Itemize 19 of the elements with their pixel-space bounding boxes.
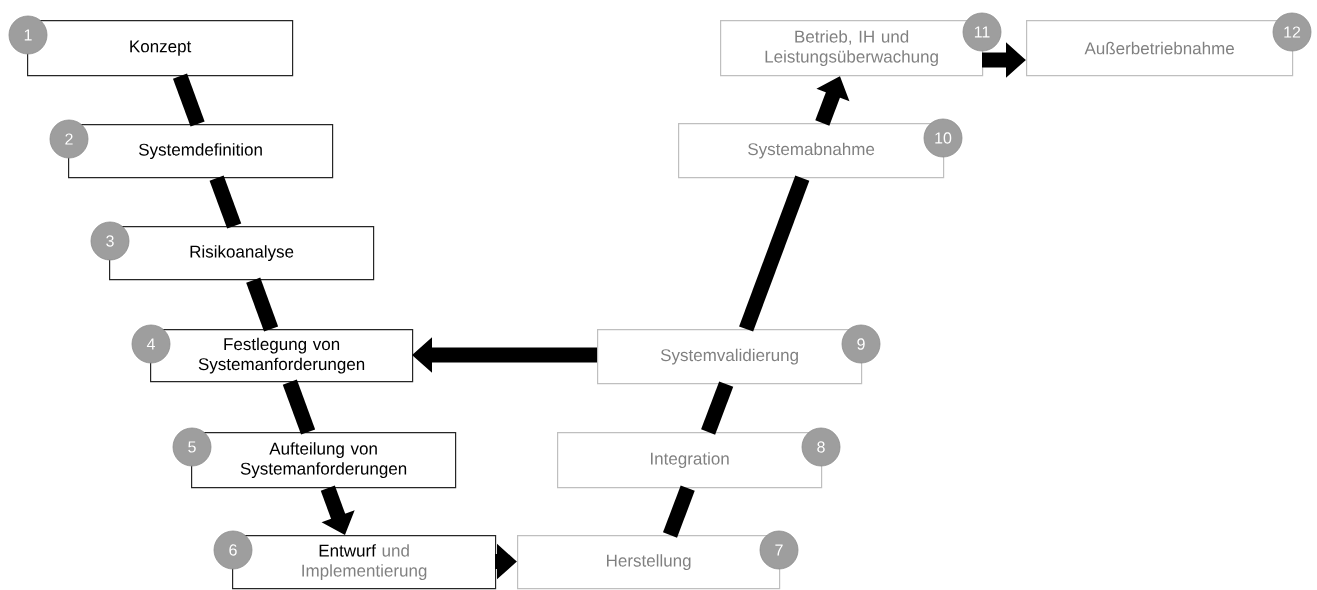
connector-line: [172, 73, 205, 127]
connector-line: [209, 175, 242, 229]
number-badge: 11: [962, 12, 1002, 52]
number-badge: 2: [49, 119, 89, 159]
number-badge: 8: [801, 427, 841, 467]
connector-line: [663, 485, 695, 538]
number-badge: 9: [841, 324, 881, 364]
connector-line: [282, 379, 316, 435]
number-badge: 6: [213, 530, 253, 570]
number-badge: 10: [923, 118, 963, 158]
number-badge: 7: [759, 530, 799, 570]
connector-line: [739, 175, 810, 332]
connector-line: [246, 277, 279, 332]
connector-line: [701, 381, 734, 435]
number-badge: 4: [131, 324, 171, 364]
number-badge: 1: [8, 15, 48, 55]
number-badge: 12: [1272, 12, 1312, 52]
number-badge: 3: [90, 221, 130, 261]
number-badge: 5: [172, 427, 212, 467]
